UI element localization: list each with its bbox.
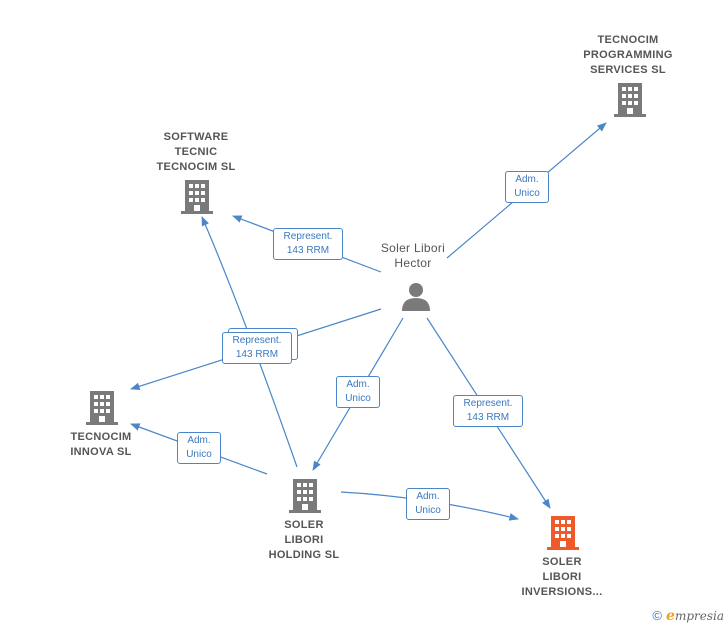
edge-label-hector-holding[interactable]: Adm. Unico [336,376,380,408]
brand-logo: empresia [666,608,724,624]
node-label-line: SOFTWARE [163,131,229,143]
edge-label-line: Adm. [416,491,440,502]
brand-name: mpresia [674,609,724,623]
edge-label-line: Unico [186,449,212,460]
edge-label-hector-innova[interactable]: Represent. 143 RRM [222,332,292,364]
edge-label-hector-inversions[interactable]: Represent. 143 RRM [453,395,523,427]
edge-label-line: Represent. [463,398,513,409]
edge-label-line: Adm. [515,174,539,185]
node-label-line: PROGRAMMING [583,49,673,61]
building-icon[interactable] [289,479,321,513]
node-label-line: LIBORI [542,571,582,583]
edge-label-line: 143 RRM [466,412,510,423]
node-label-line: INVERSIONS... [521,586,603,598]
building-icon[interactable] [86,391,118,425]
node-label-line: SOLER [542,556,582,568]
building-icon[interactable] [547,516,579,550]
node-label-line: INNOVA SL [70,446,132,458]
edge-label-line: Unico [345,393,371,404]
edge-line-holding-software [201,216,298,468]
edge-label-line: Adm. [346,379,370,390]
node-label-software-tecnic[interactable]: SOFTWARE TECNIC TECNOCIM SL [136,130,256,175]
node-label-line: Soler Libori [380,241,446,255]
node-label-line: TECNIC [174,146,218,158]
node-label-line: LIBORI [284,534,324,546]
edge-label-line: Unico [415,505,441,516]
edge-label-line: Represent. [232,335,282,346]
node-label-tecnocim-innova[interactable]: TECNOCIM INNOVA SL [46,430,156,460]
copyright-icon: © [652,608,663,623]
person-icon[interactable] [400,280,432,312]
node-label-soler-libori-hector[interactable]: Soler Libori Hector [356,241,470,271]
edge-label-line: Unico [514,188,540,199]
node-label-line: TECNOCIM SL [156,161,236,173]
building-icon[interactable] [181,180,213,214]
edge-label-line: Adm. [187,435,211,446]
node-label-line: HOLDING SL [268,549,340,561]
node-label-line: SERVICES SL [590,64,666,76]
edge-label-holding-innova[interactable]: Adm. Unico [177,432,221,464]
building-icon[interactable] [614,83,646,117]
edge-label-line: 143 RRM [235,349,279,360]
node-label-line: SOLER [284,519,324,531]
edge-label-hector-programming[interactable]: Adm. Unico [505,171,549,203]
node-label-tecnocim-programming[interactable]: TECNOCIM PROGRAMMING SERVICES SL [568,33,688,78]
node-label-line: TECNOCIM [70,431,132,443]
edge-label-holding-inversions[interactable]: Adm. Unico [406,488,450,520]
node-label-line: Hector [394,256,432,270]
edge-label-line: Represent. [283,231,333,242]
footer-brand[interactable]: ©empresia [652,608,724,624]
node-label-soler-libori-holding[interactable]: SOLER LIBORI HOLDING SL [249,518,359,563]
edge-label-line: 143 RRM [286,245,330,256]
brand-initial: e [666,608,675,624]
edge-label-hector-software[interactable]: Represent. 143 RRM [273,228,343,260]
node-label-line: TECNOCIM [597,34,659,46]
node-label-soler-libori-inversions[interactable]: SOLER LIBORI INVERSIONS... [502,555,622,600]
